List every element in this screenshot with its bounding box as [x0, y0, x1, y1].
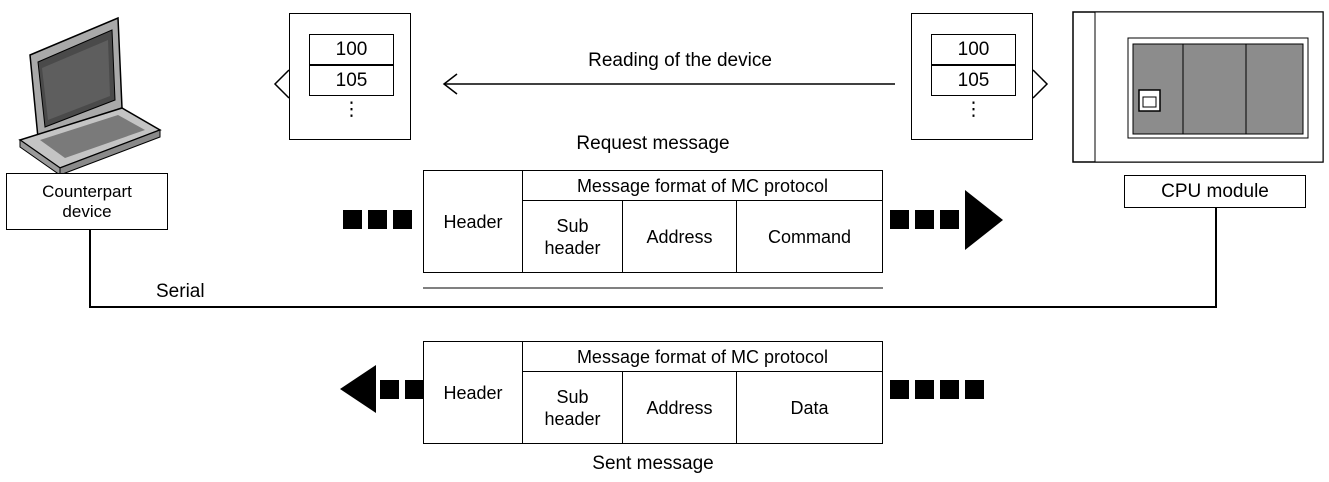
serial-label: Serial	[156, 281, 205, 302]
sent-data-cell: Data	[790, 397, 829, 418]
counterpart-line1: Counterpart	[42, 181, 132, 201]
request-address-cell: Address	[623, 201, 737, 272]
request-sub-line1: Sub	[556, 215, 589, 236]
sent-header-cell: Header	[424, 342, 523, 443]
request-sub-line2: header	[544, 237, 601, 258]
sent-format-cell: Message format of MC protocol	[523, 342, 882, 372]
request-header-cell: Header	[424, 171, 523, 272]
sent-message-title: Sent message	[592, 453, 714, 474]
left-value-ellipsis: ⋮	[342, 99, 361, 120]
cpu-module-label: CPU module	[1124, 175, 1306, 208]
counterpart-line2: device	[62, 201, 112, 221]
sent-sub-line2: header	[544, 408, 601, 429]
right-callout-pointer	[1032, 69, 1049, 99]
right-value-2: 105	[931, 65, 1016, 96]
request-command-cell: Command	[767, 226, 852, 247]
response-dashed-arrow	[340, 365, 984, 413]
cpu-module-icon	[1072, 11, 1324, 163]
left-callout-pointer	[273, 69, 290, 99]
right-value-1: 100	[931, 34, 1016, 65]
request-message-title: Request message	[576, 133, 730, 154]
reading-arrow	[442, 73, 895, 95]
sent-sub-line1: Sub	[556, 386, 589, 407]
right-value-ellipsis: ⋮	[964, 99, 983, 120]
left-value-2: 105	[309, 65, 394, 96]
request-format-cell: Message format of MC protocol	[523, 171, 882, 201]
left-value-1: 100	[309, 34, 394, 65]
sent-address-cell: Address	[623, 372, 737, 443]
right-device-values: 100 105 ⋮	[911, 13, 1033, 140]
serial-cable-line	[89, 208, 1217, 308]
request-message-table: Header Message format of MC protocol Sub…	[423, 170, 883, 273]
reading-label: Reading of the device	[588, 50, 772, 71]
sent-subheader-cell: Sub header	[523, 372, 623, 443]
request-subheader-cell: Sub header	[523, 201, 623, 272]
laptop-icon	[18, 16, 162, 176]
request-dashed-arrow	[343, 190, 1003, 250]
sent-message-table: Header Message format of MC protocol Sub…	[423, 341, 883, 444]
left-device-values: 100 105 ⋮	[289, 13, 411, 140]
counterpart-device-label: Counterpart device	[6, 173, 168, 230]
